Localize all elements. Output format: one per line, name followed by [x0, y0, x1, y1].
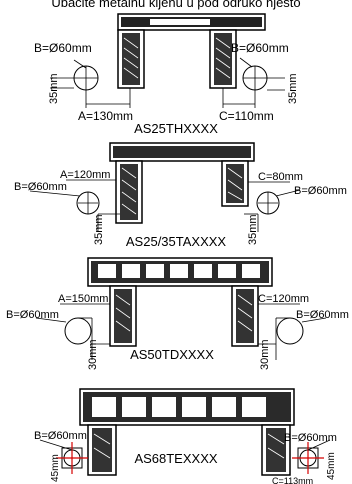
dim-h-left: 35mm	[93, 214, 105, 245]
diagram-1	[50, 13, 285, 108]
model-label: AS68TEXXXX	[134, 451, 217, 466]
dim-b-right: B=Ø60mm	[296, 309, 349, 321]
dim-h-left: 45mm	[50, 454, 61, 482]
dim-h-left: 30mm	[87, 339, 99, 370]
dim-c: C=113mm	[272, 476, 313, 484]
pipe-hole-right	[292, 439, 331, 474]
dim-a: A=130mm	[78, 109, 133, 123]
dim-c: C=110mm	[219, 109, 274, 123]
model-label: AS25THXXXX	[134, 121, 218, 136]
diagram-2	[29, 142, 301, 232]
dim-h-right: 45mm	[326, 452, 337, 480]
dim-b-left: B=Ø60mm	[6, 309, 59, 321]
dim-c: C=120mm	[258, 293, 309, 305]
diagram-3	[35, 257, 327, 360]
mounting-plate	[109, 142, 255, 224]
pipe-hole-right	[276, 317, 304, 345]
dim-b-right: B=Ø60mm	[284, 432, 337, 444]
pipe-hole-left	[39, 439, 88, 474]
dim-a: A=120mm	[60, 169, 110, 181]
dim-a: A=150mm	[58, 293, 108, 305]
dim-b-left: B=Ø60mm	[14, 181, 67, 193]
mounting-plate	[117, 13, 266, 89]
dim-h-left: 35mm	[48, 73, 60, 104]
model-label: AS25/35TAXXXX	[126, 234, 227, 249]
dim-c: C=80mm	[258, 171, 303, 183]
dim-b-left: B=Ø60mm	[34, 430, 87, 442]
dim-h-right: 35mm	[247, 214, 259, 245]
diagram-4	[39, 388, 331, 476]
dim-b-right: B=Ø60mm	[231, 41, 289, 55]
dim-b-right: B=Ø60mm	[294, 185, 347, 197]
mounting-plate	[79, 388, 295, 476]
mounting-plate	[87, 257, 273, 347]
dim-h-right: 35mm	[287, 73, 299, 104]
dim-h-right: 30mm	[259, 339, 271, 370]
dim-b-left: B=Ø60mm	[34, 41, 92, 55]
header-instruction: Ubačite metalnu kljenu u pod odruko njes…	[51, 0, 300, 10]
model-label: AS50TDXXXX	[130, 347, 214, 362]
